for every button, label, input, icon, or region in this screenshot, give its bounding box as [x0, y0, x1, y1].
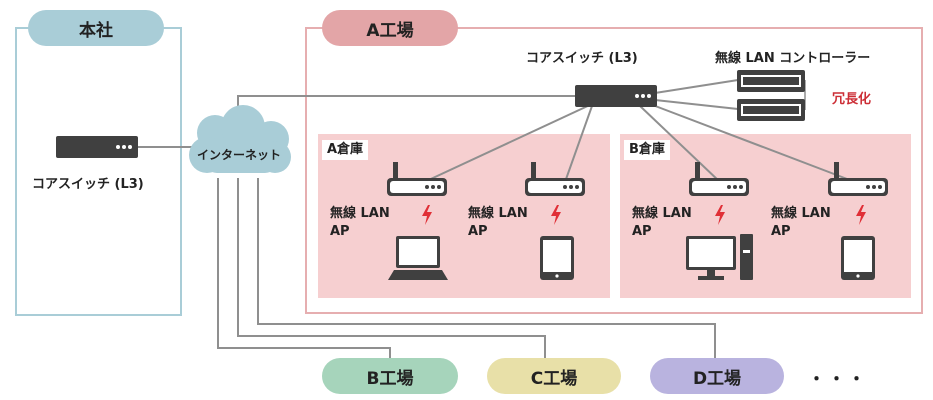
b-factory-pill: B工場 [322, 358, 458, 394]
tablet-icon [841, 236, 875, 280]
ap-router-icon [828, 162, 888, 196]
wireless-lightning-icon [551, 205, 561, 225]
b-factory-title: B工場 [366, 368, 414, 389]
line-core-ap-4 [649, 103, 856, 183]
line-core-controller-2 [654, 99, 739, 110]
factory-a-region [305, 27, 923, 314]
ellipsis: ・・・ [808, 370, 868, 390]
c-factory-pill: C工場 [487, 358, 621, 394]
wlan-controller-label: 無線 LAN コントローラー [715, 51, 871, 66]
line-internet-c-factory [237, 178, 546, 358]
hq-switch-icon [56, 136, 138, 158]
wlan-controller-2-icon [737, 99, 805, 121]
ap-label-line1: 無線 LAN [468, 206, 528, 221]
laptop-icon [388, 236, 448, 280]
warehouse-a-title: A倉庫 [322, 140, 369, 160]
redundancy-label: 冗長化 [832, 92, 872, 107]
ap-label-line1: 無線 LAN [771, 206, 831, 221]
ap-label-line2: AP [468, 224, 488, 239]
wireless-lightning-icon [422, 205, 432, 225]
wlan-controller-1-icon [737, 70, 805, 92]
ap-label: 無線 LAN AP [330, 205, 390, 241]
ap-router-icon [689, 162, 749, 196]
factory-a-core-switch-label: コアスイッチ (L3) [526, 51, 638, 66]
line-core-ap-2 [564, 105, 593, 183]
internet-label: インターネット [197, 148, 282, 162]
ap-label: 無線 LAN AP [632, 205, 692, 241]
hq-title: 本社 [79, 20, 113, 41]
line-internet-d-factory [257, 178, 716, 358]
desktop-pc-icon [686, 234, 753, 280]
line-internet-b-factory [217, 178, 391, 358]
line-core-ap-3 [639, 105, 721, 183]
ap-label-line2: AP [632, 224, 652, 239]
ap-label-line2: AP [771, 224, 791, 239]
factory-a-title-pill: A工場 [322, 10, 458, 46]
ap-label-line1: 無線 LAN [632, 206, 692, 221]
warehouse-b-title: B倉庫 [624, 140, 670, 160]
line-core-ap-1 [419, 103, 593, 185]
ap-label-line1: 無線 LAN [330, 206, 390, 221]
d-factory-title: D工場 [692, 368, 742, 389]
d-factory-pill: D工場 [650, 358, 784, 394]
factory-a-title: A工場 [366, 20, 414, 41]
internet-cloud-icon [189, 105, 291, 173]
hq-title-pill: 本社 [28, 10, 164, 46]
c-factory-title: C工場 [530, 368, 578, 389]
tablet-icon [540, 236, 574, 280]
wireless-lightning-icon [715, 205, 725, 225]
ap-label: 無線 LAN AP [771, 205, 831, 241]
ap-router-icon [525, 162, 585, 196]
ap-router-icon [387, 162, 447, 196]
ap-label-line2: AP [330, 224, 350, 239]
wireless-lightning-icon [856, 205, 866, 225]
ap-label: 無線 LAN AP [468, 205, 528, 241]
factory-a-core-switch-icon [575, 85, 657, 107]
line-core-controller-1 [654, 79, 739, 94]
hq-switch-label: コアスイッチ (L3) [32, 177, 144, 192]
